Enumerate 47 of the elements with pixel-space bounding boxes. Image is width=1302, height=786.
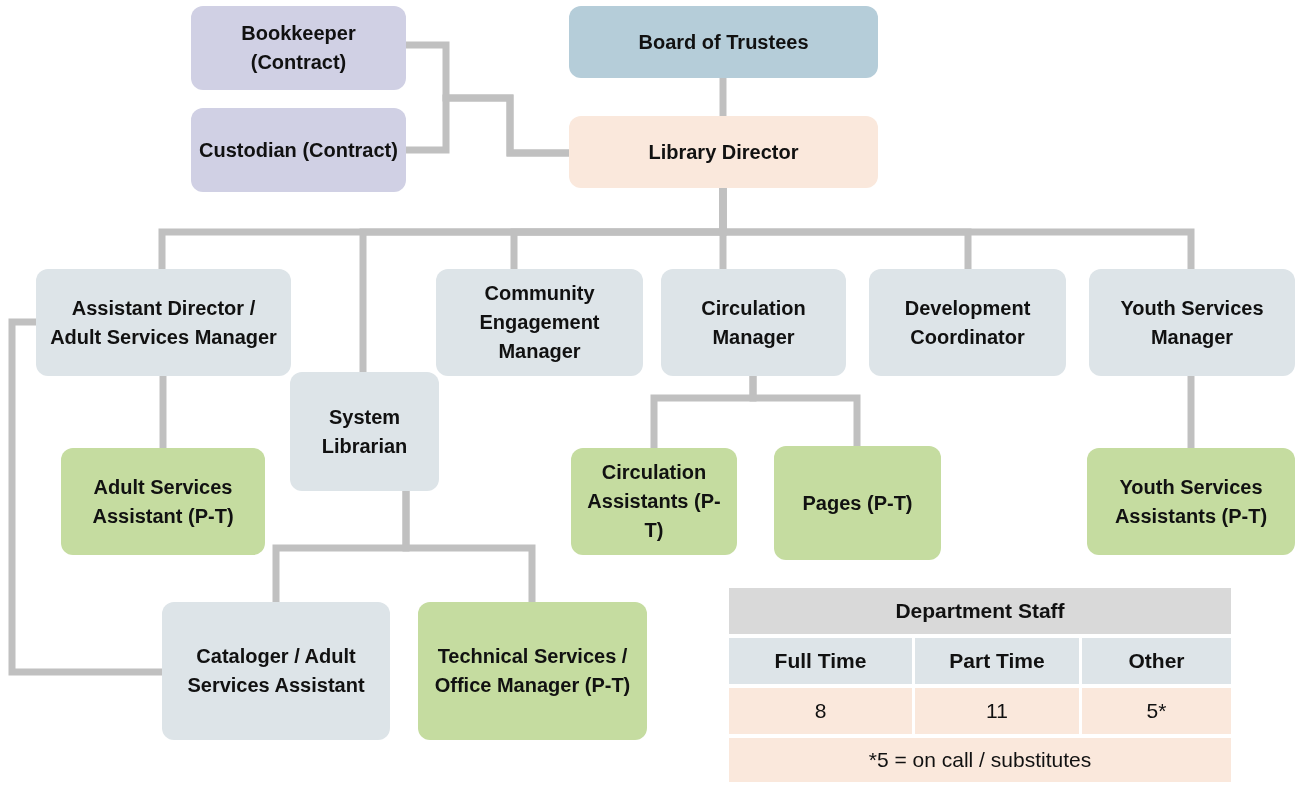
org-box	[1089, 269, 1295, 376]
role-title: Youth Services Assistants (P-T)	[1113, 474, 1269, 529]
connector-line	[406, 94, 569, 157]
role-title: Development Coordinator	[903, 295, 1032, 350]
org-box	[36, 269, 291, 376]
role-title: Board of Trustees	[638, 29, 809, 55]
role-title: Library Director	[648, 139, 799, 165]
role-title: System Librarian	[320, 404, 409, 459]
table-cell: 8	[729, 688, 912, 734]
role-title: Custodian (Contract)	[199, 137, 398, 163]
table-cell: *5 = on call / substitutes	[729, 738, 1231, 782]
role-title: Circulation Assistants (P-T)	[586, 460, 722, 543]
role-title: Circulation Manager	[700, 295, 807, 350]
connector-line	[159, 376, 167, 448]
org-box	[61, 448, 265, 555]
role-title: Technical Services / Office Manager (P-T)	[433, 644, 632, 698]
connector-line	[719, 78, 727, 116]
table-cell: Part Time	[915, 638, 1079, 684]
connector-line	[1187, 376, 1195, 448]
org-box	[569, 116, 878, 188]
connector-line	[8, 318, 162, 676]
org-box	[191, 108, 406, 192]
org-box	[1087, 448, 1295, 555]
table-cell: 11	[915, 688, 1079, 734]
role-title: Pages (P-T)	[802, 490, 913, 516]
connector-line	[749, 376, 861, 446]
role-title: Cataloger / Adult Services Assistant	[186, 644, 366, 698]
org-box	[869, 269, 1066, 376]
table-cell: 5*	[1082, 688, 1231, 734]
org-box	[418, 602, 647, 740]
role-title: Youth Services Manager	[1119, 295, 1265, 350]
role-title: Community Engagement Manager	[478, 281, 601, 364]
org-box	[571, 448, 737, 555]
org-box	[162, 602, 390, 740]
role-title: Adult Services Assistant (P-T)	[91, 474, 235, 529]
org-box	[774, 446, 941, 560]
role-title: Bookkeeper (Contract)	[240, 21, 357, 75]
org-box	[191, 6, 406, 90]
role-title: Assistant Director / Adult Services Manager	[49, 295, 278, 350]
table-cell: Department Staff	[729, 588, 1231, 634]
org-box	[569, 6, 878, 78]
table-cell: Other	[1082, 638, 1231, 684]
connector-line	[402, 491, 536, 602]
org-box	[290, 372, 439, 491]
org-box	[436, 269, 643, 376]
table-cell: Full Time	[729, 638, 912, 684]
org-box	[661, 269, 846, 376]
